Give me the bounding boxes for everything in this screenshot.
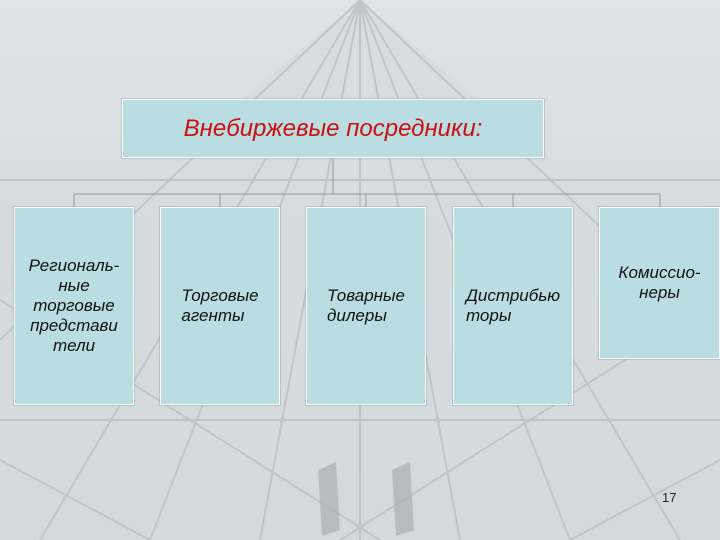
diagram-title-box: Внебиржевые посредники: xyxy=(122,99,544,158)
node-label: Региональ- ные торговые представи тели xyxy=(28,256,120,355)
diagram-title: Внебиржевые посредники: xyxy=(183,114,483,142)
node-label: Дистрибью торы xyxy=(465,286,561,325)
node-commodity-dealers: Товарные дилеры xyxy=(306,207,426,405)
page-number: 17 xyxy=(662,490,677,505)
node-label: Товарные дилеры xyxy=(326,286,405,325)
node-regional-trade-representatives: Региональ- ные торговые представи тели xyxy=(14,207,134,405)
node-label: Комиссио- неры xyxy=(618,263,701,302)
node-distributors: Дистрибью торы xyxy=(453,207,573,405)
node-commission-agents: Комиссио- неры xyxy=(599,207,720,359)
node-trade-agents: Торговые агенты xyxy=(160,207,280,405)
node-label: Торговые агенты xyxy=(181,286,259,325)
